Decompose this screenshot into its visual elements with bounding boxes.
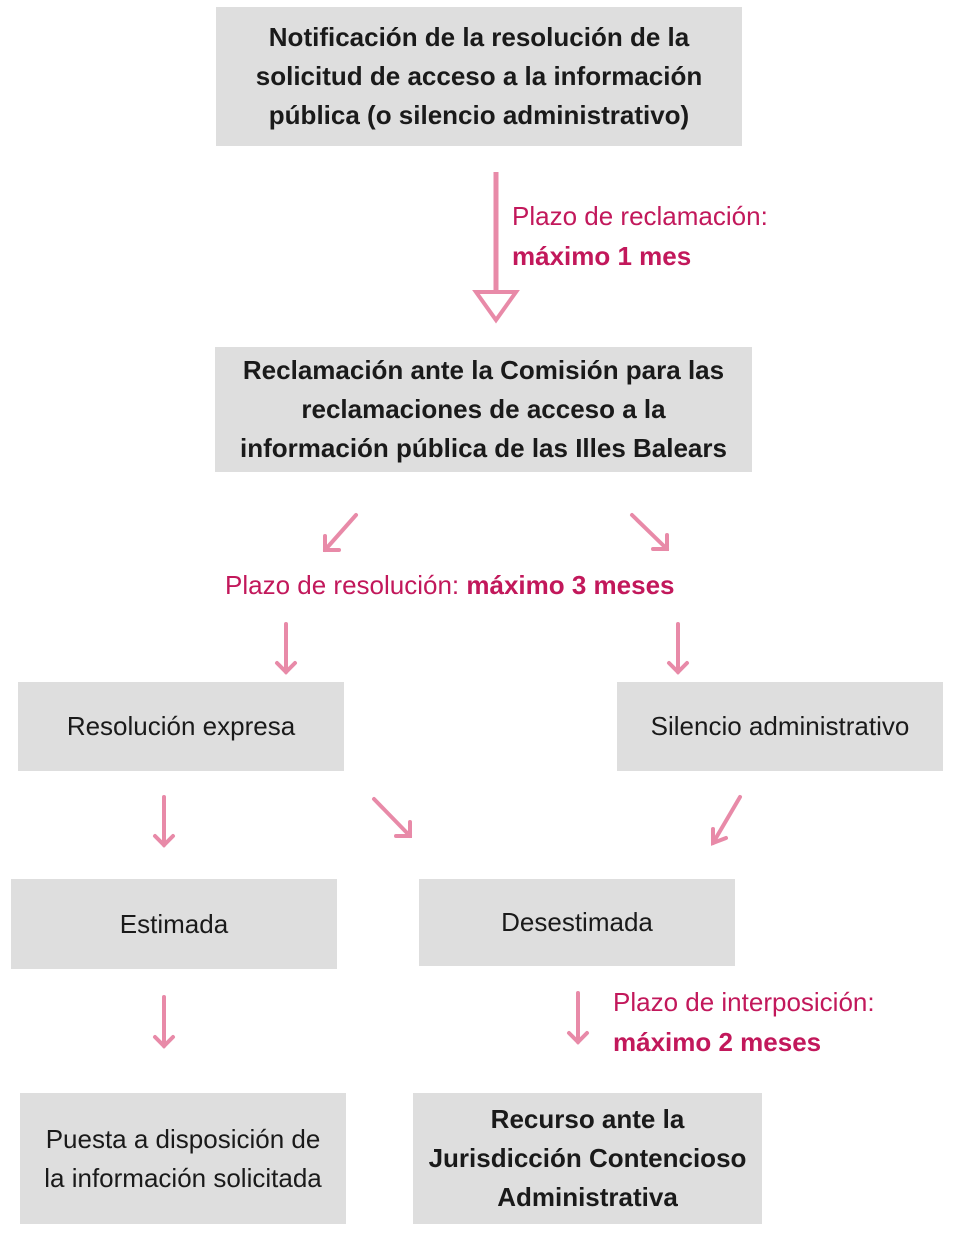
box-reclamacion-text: Reclamación ante la Comisión para las re…: [240, 355, 727, 463]
box-estimada: Estimada: [11, 879, 337, 969]
box-recurso: Recurso ante la Jurisdicción Contencioso…: [413, 1093, 762, 1224]
box-silencio-administrativo-text: Silencio administrativo: [650, 711, 910, 741]
box-desestimada: Desestimada: [419, 879, 735, 966]
note-plazo-reclamacion: Plazo de reclamación: máximo 1 mes: [512, 196, 768, 276]
note-reclamacion-value: máximo 1 mes: [512, 241, 692, 271]
box-resolucion-expresa: Resolución expresa: [18, 682, 344, 771]
note-resolucion-label: Plazo de resolución:: [225, 570, 467, 600]
arrow-reclamacion-right: [630, 513, 669, 551]
note-interposicion-value: máximo 2 meses: [613, 1027, 822, 1057]
box-notificacion: Notificación de la resolución de la soli…: [216, 7, 742, 146]
note-reclamacion-label: Plazo de reclamación:: [512, 201, 768, 231]
arrow-reclamacion-left: [323, 513, 358, 552]
arrow-to-silencio: [667, 622, 689, 675]
box-recurso-text: Recurso ante la Jurisdicción Contencioso…: [428, 1104, 747, 1212]
box-puesta-disposicion-text: Puesta a disposición de la información s…: [44, 1123, 322, 1193]
box-resolucion-expresa-text: Resolución expresa: [66, 711, 296, 741]
arrow-to-estimada: [153, 795, 175, 848]
box-reclamacion: Reclamación ante la Comisión para las re…: [215, 347, 752, 472]
arrow-to-puesta-disposicion: [153, 995, 175, 1049]
arrow-silencio-to-desestimada: [711, 795, 742, 846]
box-puesta-disposicion: Puesta a disposición de la información s…: [20, 1093, 346, 1224]
note-interposicion-label: Plazo de interposición:: [613, 987, 875, 1017]
note-plazo-interposicion: Plazo de interposición: máximo 2 meses: [613, 982, 875, 1062]
arrow-to-resolucion-expresa: [275, 622, 297, 675]
note-resolucion-value: máximo 3 meses: [466, 570, 675, 600]
arrow-to-recurso: [567, 991, 589, 1045]
box-desestimada-text: Desestimada: [501, 907, 653, 937]
box-silencio-administrativo: Silencio administrativo: [617, 682, 943, 771]
arrow-expresa-to-desestimada: [372, 797, 412, 838]
box-estimada-text: Estimada: [119, 908, 229, 939]
note-plazo-resolucion: Plazo de resolución: máximo 3 meses: [225, 565, 675, 605]
box-notificacion-text: Notificación de la resolución de la soli…: [255, 22, 703, 130]
arrow-notificacion-to-reclamacion: [472, 172, 520, 324]
